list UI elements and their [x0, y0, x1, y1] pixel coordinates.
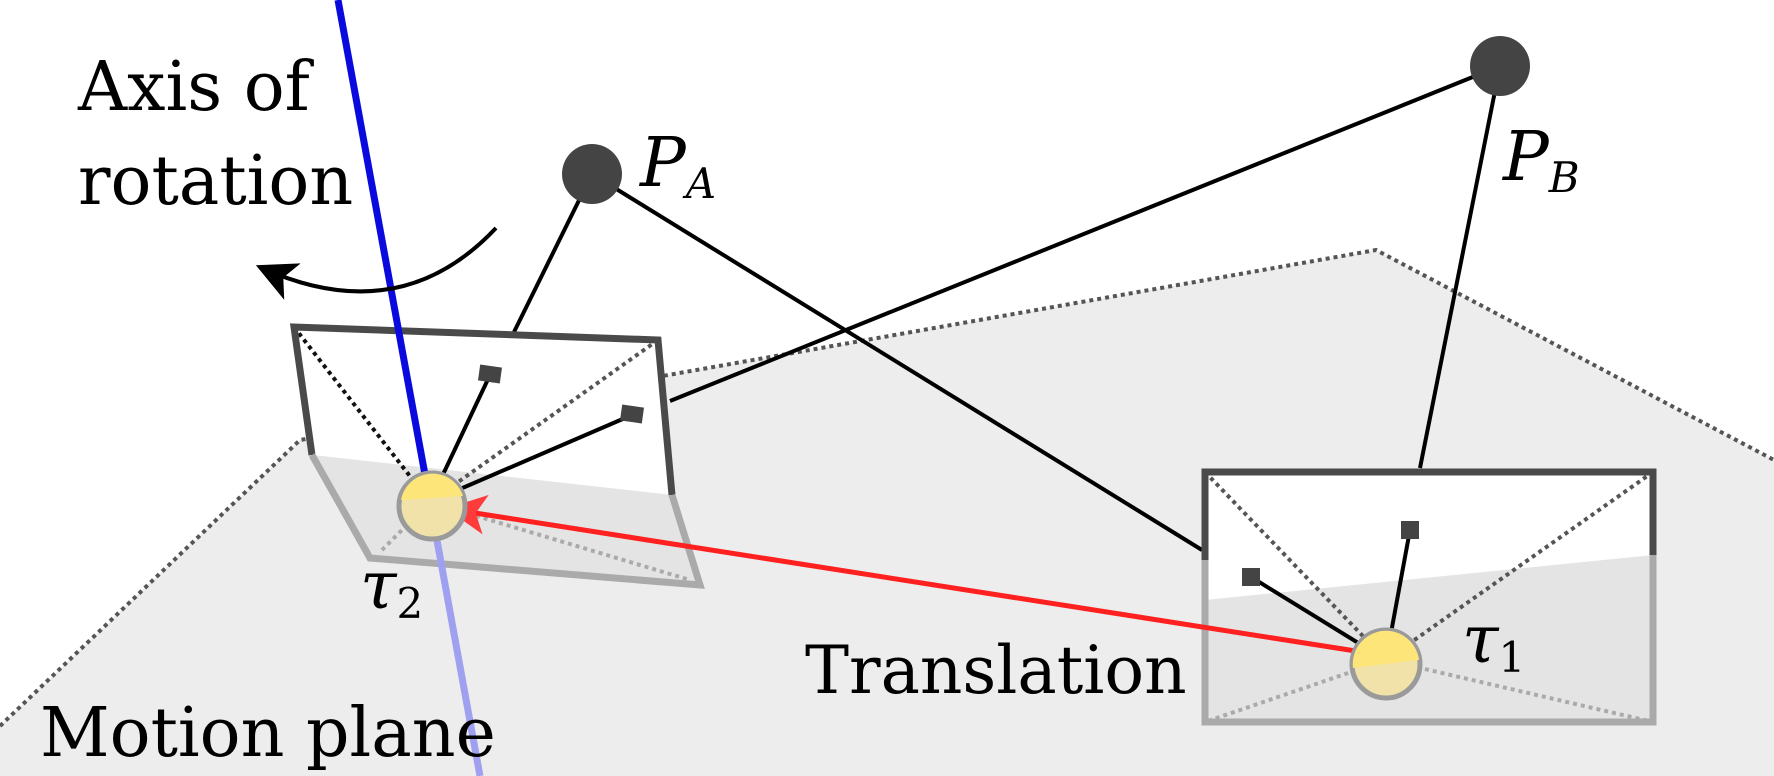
point-a	[562, 144, 622, 204]
point-a-label: PA	[638, 124, 716, 208]
tau1-label: τ1	[1462, 601, 1525, 682]
camera-center-tau2	[396, 470, 468, 542]
ray-pb-right	[1418, 65, 1502, 469]
camera-center-tau1	[1349, 627, 1423, 701]
ray-pb-left	[669, 64, 1501, 403]
point-b-label: PB	[1501, 118, 1580, 202]
rotation-axis-below	[426, 501, 484, 776]
tau2-label: τ2	[360, 547, 423, 628]
rotation-axis	[334, 0, 434, 503]
rotation-arrow	[255, 226, 498, 300]
translation-label: Translation	[805, 632, 1187, 709]
point-b	[1470, 36, 1530, 96]
motion-plane-label: Motion plane	[40, 694, 496, 773]
translation-arrow	[446, 494, 1363, 655]
axis-label-line1: Axis of	[77, 48, 315, 127]
ray-pa-right	[590, 172, 1204, 552]
motion-plane-border	[0, 247, 1774, 728]
axis-label-line2: rotation	[78, 142, 353, 221]
camera-tau1	[1201, 468, 1657, 726]
